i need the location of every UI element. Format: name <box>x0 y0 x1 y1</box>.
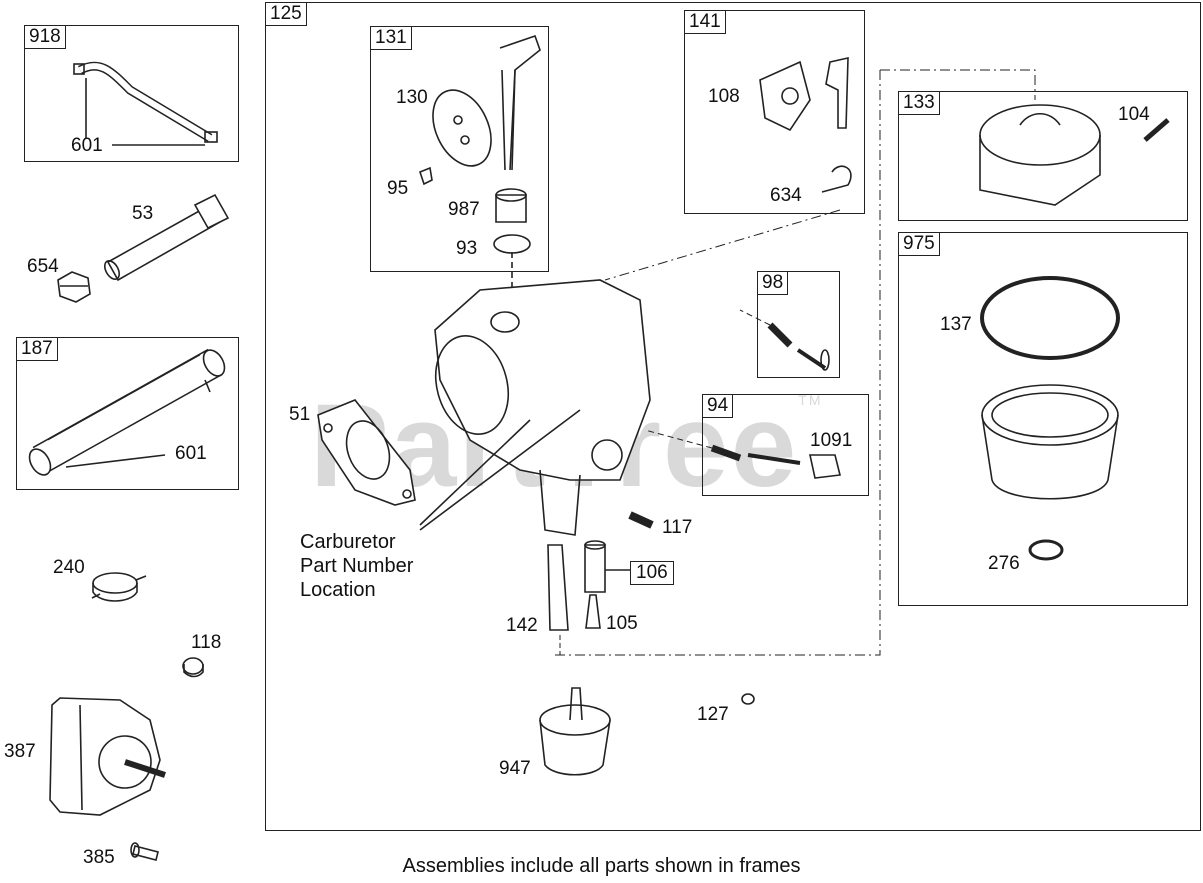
frame-131: 131 <box>370 26 549 272</box>
part-label-240: 240 <box>53 557 85 578</box>
nozzle-142-icon <box>547 544 569 631</box>
frame-94: 94 <box>702 394 869 496</box>
needle-105-icon <box>585 594 601 629</box>
seat-106-icon <box>584 540 630 593</box>
part-label-108: 108 <box>708 86 740 107</box>
choke-141-icon <box>759 56 852 193</box>
carb-note-line-3: Location <box>300 579 376 601</box>
part-label-51: 51 <box>289 404 311 425</box>
part-label-93: 93 <box>456 238 478 259</box>
hose-187-icon <box>28 348 226 476</box>
frame-187: 187 <box>16 337 239 490</box>
frame-label-141: 141 <box>684 10 726 34</box>
frame-141: 141 <box>684 10 865 214</box>
mixture-screw-94-icon <box>644 429 841 479</box>
gasket-51-icon <box>317 399 416 506</box>
gasket-137-icon <box>980 276 1120 360</box>
idle-screw-98-icon <box>739 309 830 371</box>
carburetor-part-number-note: Carburetor Part Number Location <box>300 530 413 602</box>
adapter-133-icon <box>979 104 1170 206</box>
frame-label-94: 94 <box>702 394 734 418</box>
carburetor-body-icon <box>434 279 651 536</box>
frame-975: 975 <box>898 232 1188 606</box>
part-label-387: 387 <box>4 741 36 762</box>
part-label-987: 987 <box>448 199 480 220</box>
part-label-95: 95 <box>387 178 409 199</box>
frame-918: 918 <box>24 25 239 162</box>
fitting-53-icon <box>103 193 230 282</box>
washer-276-icon <box>1028 539 1064 561</box>
frame-label-106: 106 <box>630 561 674 585</box>
spring-117-icon <box>628 511 654 529</box>
solenoid-947-icon <box>539 687 611 776</box>
part-label-105: 105 <box>606 613 638 634</box>
carb-note-line-1: Carburetor <box>300 531 396 553</box>
frame-label-98: 98 <box>757 271 789 295</box>
ring-127-icon <box>741 693 755 705</box>
frame-label-918: 918 <box>24 25 66 49</box>
nut-654-icon <box>57 271 91 303</box>
part-label-601-bottom: 601 <box>175 443 207 464</box>
frame-133: 133 <box>898 91 1188 221</box>
fuel-pump-387-icon <box>49 697 166 816</box>
part-label-634: 634 <box>770 185 802 206</box>
float-bowl-975-icon <box>981 384 1119 500</box>
frame-label-131: 131 <box>370 26 412 50</box>
part-label-385: 385 <box>83 847 115 868</box>
part-label-127: 127 <box>697 704 729 725</box>
part-label-118: 118 <box>191 632 222 653</box>
frame-label-133: 133 <box>898 91 940 115</box>
part-label-1091: 1091 <box>810 430 853 451</box>
frame-label-187: 187 <box>16 337 58 361</box>
part-label-654: 654 <box>27 256 59 277</box>
part-label-947: 947 <box>499 758 531 779</box>
part-label-104: 104 <box>1118 104 1150 125</box>
part-label-137: 137 <box>940 314 972 335</box>
diagram-caption: Assemblies include all parts shown in fr… <box>402 855 801 877</box>
throttle-shaft-131-icon <box>419 34 541 310</box>
fuel-filter-240-icon <box>91 572 147 602</box>
frame-label-975: 975 <box>898 232 940 256</box>
part-label-130: 130 <box>396 87 428 108</box>
carb-note-line-2: Part Number <box>300 555 414 577</box>
frame-98: 98 <box>757 271 840 378</box>
part-label-53: 53 <box>132 203 154 224</box>
fuel-line-918-icon <box>73 61 218 146</box>
frame-label-125: 125 <box>265 2 307 26</box>
part-label-117: 117 <box>662 517 693 538</box>
part-label-601-top: 601 <box>71 135 103 156</box>
screw-385-icon <box>130 842 159 861</box>
frame-125: 125 <box>265 2 1201 831</box>
part-label-142: 142 <box>506 615 538 636</box>
clamp-118-icon <box>182 657 204 678</box>
part-label-276: 276 <box>988 553 1020 574</box>
